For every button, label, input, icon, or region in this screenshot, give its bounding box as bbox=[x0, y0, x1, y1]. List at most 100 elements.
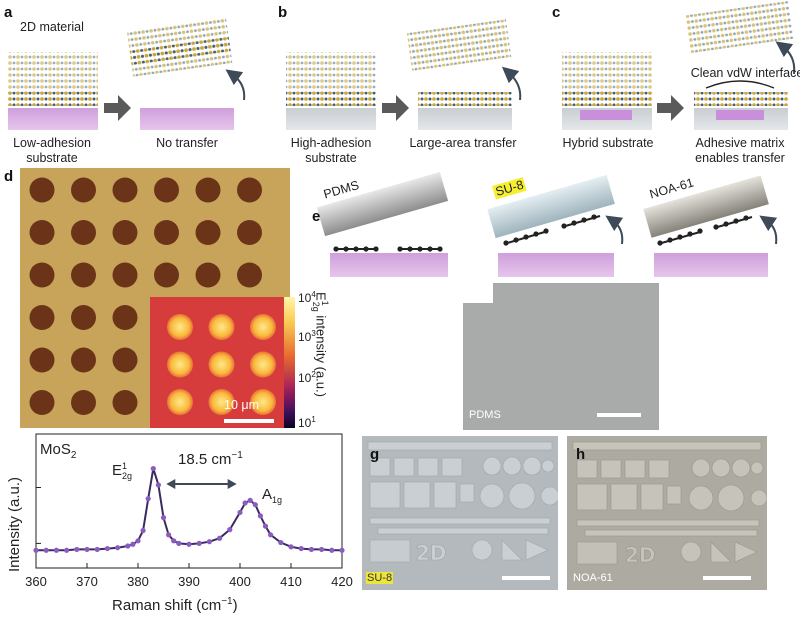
panel-d-raman-spot bbox=[250, 351, 276, 378]
raman-x-tick-label: 390 bbox=[178, 574, 200, 589]
raman-data-point bbox=[308, 546, 314, 553]
panel-b-lifted-stack bbox=[406, 19, 512, 71]
panel-a-curved-arrow bbox=[225, 69, 246, 101]
raman-data-point bbox=[94, 546, 100, 553]
panel-d-dot bbox=[71, 262, 96, 288]
raman-data-point bbox=[247, 497, 253, 503]
panel-d-colorbar-tick-3: 103 bbox=[298, 329, 316, 344]
panel-c-right-caption: Adhesive matrix enables transfer bbox=[695, 136, 785, 165]
panel-d-scale-bar bbox=[224, 419, 274, 423]
panel-c-letter: c bbox=[552, 4, 561, 21]
panel-h-noa61-image: 2D NOA-61 bbox=[567, 436, 767, 590]
raman-data-point bbox=[206, 539, 212, 545]
panel-d-dot bbox=[154, 177, 179, 203]
raman-data-point bbox=[104, 545, 110, 552]
panel-c-big-arrow bbox=[657, 95, 684, 121]
raman-data-point bbox=[257, 513, 263, 519]
panel-d-scale-label: 10 μm bbox=[224, 398, 259, 412]
panel-d-colorbar bbox=[284, 297, 295, 428]
panel-d-dot bbox=[112, 220, 138, 245]
raman-data-point bbox=[166, 532, 172, 538]
panel-d-dot bbox=[237, 177, 262, 203]
panel-e-letter: e bbox=[312, 208, 321, 225]
panel-f-pdms-image: PDMS bbox=[463, 283, 659, 430]
raman-x-axis-label: Raman shift (cm−1) bbox=[112, 596, 238, 614]
raman-data-point bbox=[196, 540, 202, 547]
raman-data-point bbox=[160, 515, 167, 521]
panel-d-raman-spot bbox=[167, 351, 193, 378]
panel-d-dot bbox=[195, 220, 221, 245]
raman-data-point bbox=[145, 496, 151, 502]
panel-d-dot bbox=[112, 177, 138, 203]
panel-f-notch bbox=[463, 283, 493, 303]
raman-data-point bbox=[186, 541, 192, 547]
panel-g-corner-label: SU-8 bbox=[366, 572, 394, 584]
panel-h-pattern: 2D bbox=[572, 441, 767, 567]
panel-d-raman-spot bbox=[167, 314, 193, 340]
raman-data-point bbox=[33, 547, 39, 553]
raman-data-point bbox=[329, 547, 335, 553]
panel-d-dot bbox=[71, 220, 96, 245]
raman-data-point bbox=[268, 532, 274, 538]
panel-d-raman-map: 10 μm bbox=[150, 297, 290, 428]
panel-d-dot bbox=[112, 305, 138, 330]
panel-g-logo-text: 2D bbox=[416, 541, 447, 565]
raman-x-tick-label: 420 bbox=[331, 574, 353, 589]
panel-d-colorbar-tick-2: 102 bbox=[298, 370, 316, 385]
panel-d-dot bbox=[237, 262, 262, 288]
raman-data-point bbox=[288, 544, 294, 550]
panel-d-raman-spot bbox=[250, 314, 276, 340]
raman-y-axis-label: Intensity (a.u.) bbox=[6, 476, 23, 572]
panel-f-corner-label: PDMS bbox=[469, 409, 501, 421]
panel-b-curved-arrow bbox=[501, 66, 522, 101]
panel-g-scale-bar bbox=[502, 576, 550, 580]
panel-d-dot bbox=[29, 347, 55, 373]
panel-d-dot bbox=[71, 177, 96, 203]
raman-peak-label-e2g: E12g bbox=[112, 461, 133, 481]
panel-d-dot bbox=[195, 262, 221, 288]
raman-data-point bbox=[217, 535, 223, 541]
panel-d-dot bbox=[154, 220, 179, 245]
panel-c-interface-label: Clean vdW interface bbox=[690, 66, 800, 80]
panel-e-noa61-diagram bbox=[643, 175, 778, 277]
panel-d-dot bbox=[112, 262, 138, 288]
panel-d-dot bbox=[29, 177, 55, 203]
raman-data-point bbox=[278, 539, 284, 546]
panel-c-left-caption: Hybrid substrate bbox=[562, 136, 654, 150]
panel-b-transferred-stack bbox=[418, 92, 512, 130]
panel-d-raman-spot bbox=[167, 389, 193, 415]
panel-c-lifted-stack bbox=[685, 0, 794, 54]
panel-d-letter: d bbox=[4, 168, 14, 185]
panel-c-interface-bracket bbox=[705, 80, 775, 89]
panel-d-dot bbox=[29, 262, 55, 288]
panel-h-letter: h bbox=[576, 446, 586, 463]
raman-x-tick-label: 380 bbox=[127, 574, 149, 589]
panel-a-2d-material-label: 2D material bbox=[20, 20, 84, 34]
raman-data-point bbox=[176, 540, 182, 547]
raman-data-point bbox=[227, 527, 233, 533]
raman-data-point bbox=[237, 509, 243, 516]
panel-b-big-arrow bbox=[382, 95, 409, 121]
panel-c-transferred-stack bbox=[694, 92, 788, 130]
panel-d-dot-array bbox=[29, 177, 262, 415]
raman-data-point bbox=[252, 502, 258, 508]
raman-data-point bbox=[64, 547, 70, 553]
panel-d-raman-spot bbox=[208, 314, 235, 340]
panel-d-dot bbox=[195, 177, 221, 203]
panel-a-lifted-stack bbox=[126, 17, 233, 77]
raman-data-point bbox=[125, 543, 131, 549]
panel-d-dot bbox=[112, 390, 138, 415]
panel-f-scale-bar bbox=[597, 413, 641, 417]
panel-g-letter: g bbox=[370, 446, 380, 463]
panel-d-dot bbox=[112, 347, 138, 373]
panel-a-stack-left bbox=[8, 52, 98, 130]
panel-d-dot bbox=[29, 220, 55, 245]
raman-x-tick-label: 410 bbox=[280, 574, 302, 589]
panel-d-dot bbox=[71, 305, 96, 330]
raman-arrow-head-right bbox=[227, 479, 237, 489]
raman-data-point bbox=[242, 500, 248, 506]
panel-d-colorbar-tick-4: 104 bbox=[298, 290, 316, 305]
raman-data-point bbox=[171, 538, 177, 544]
